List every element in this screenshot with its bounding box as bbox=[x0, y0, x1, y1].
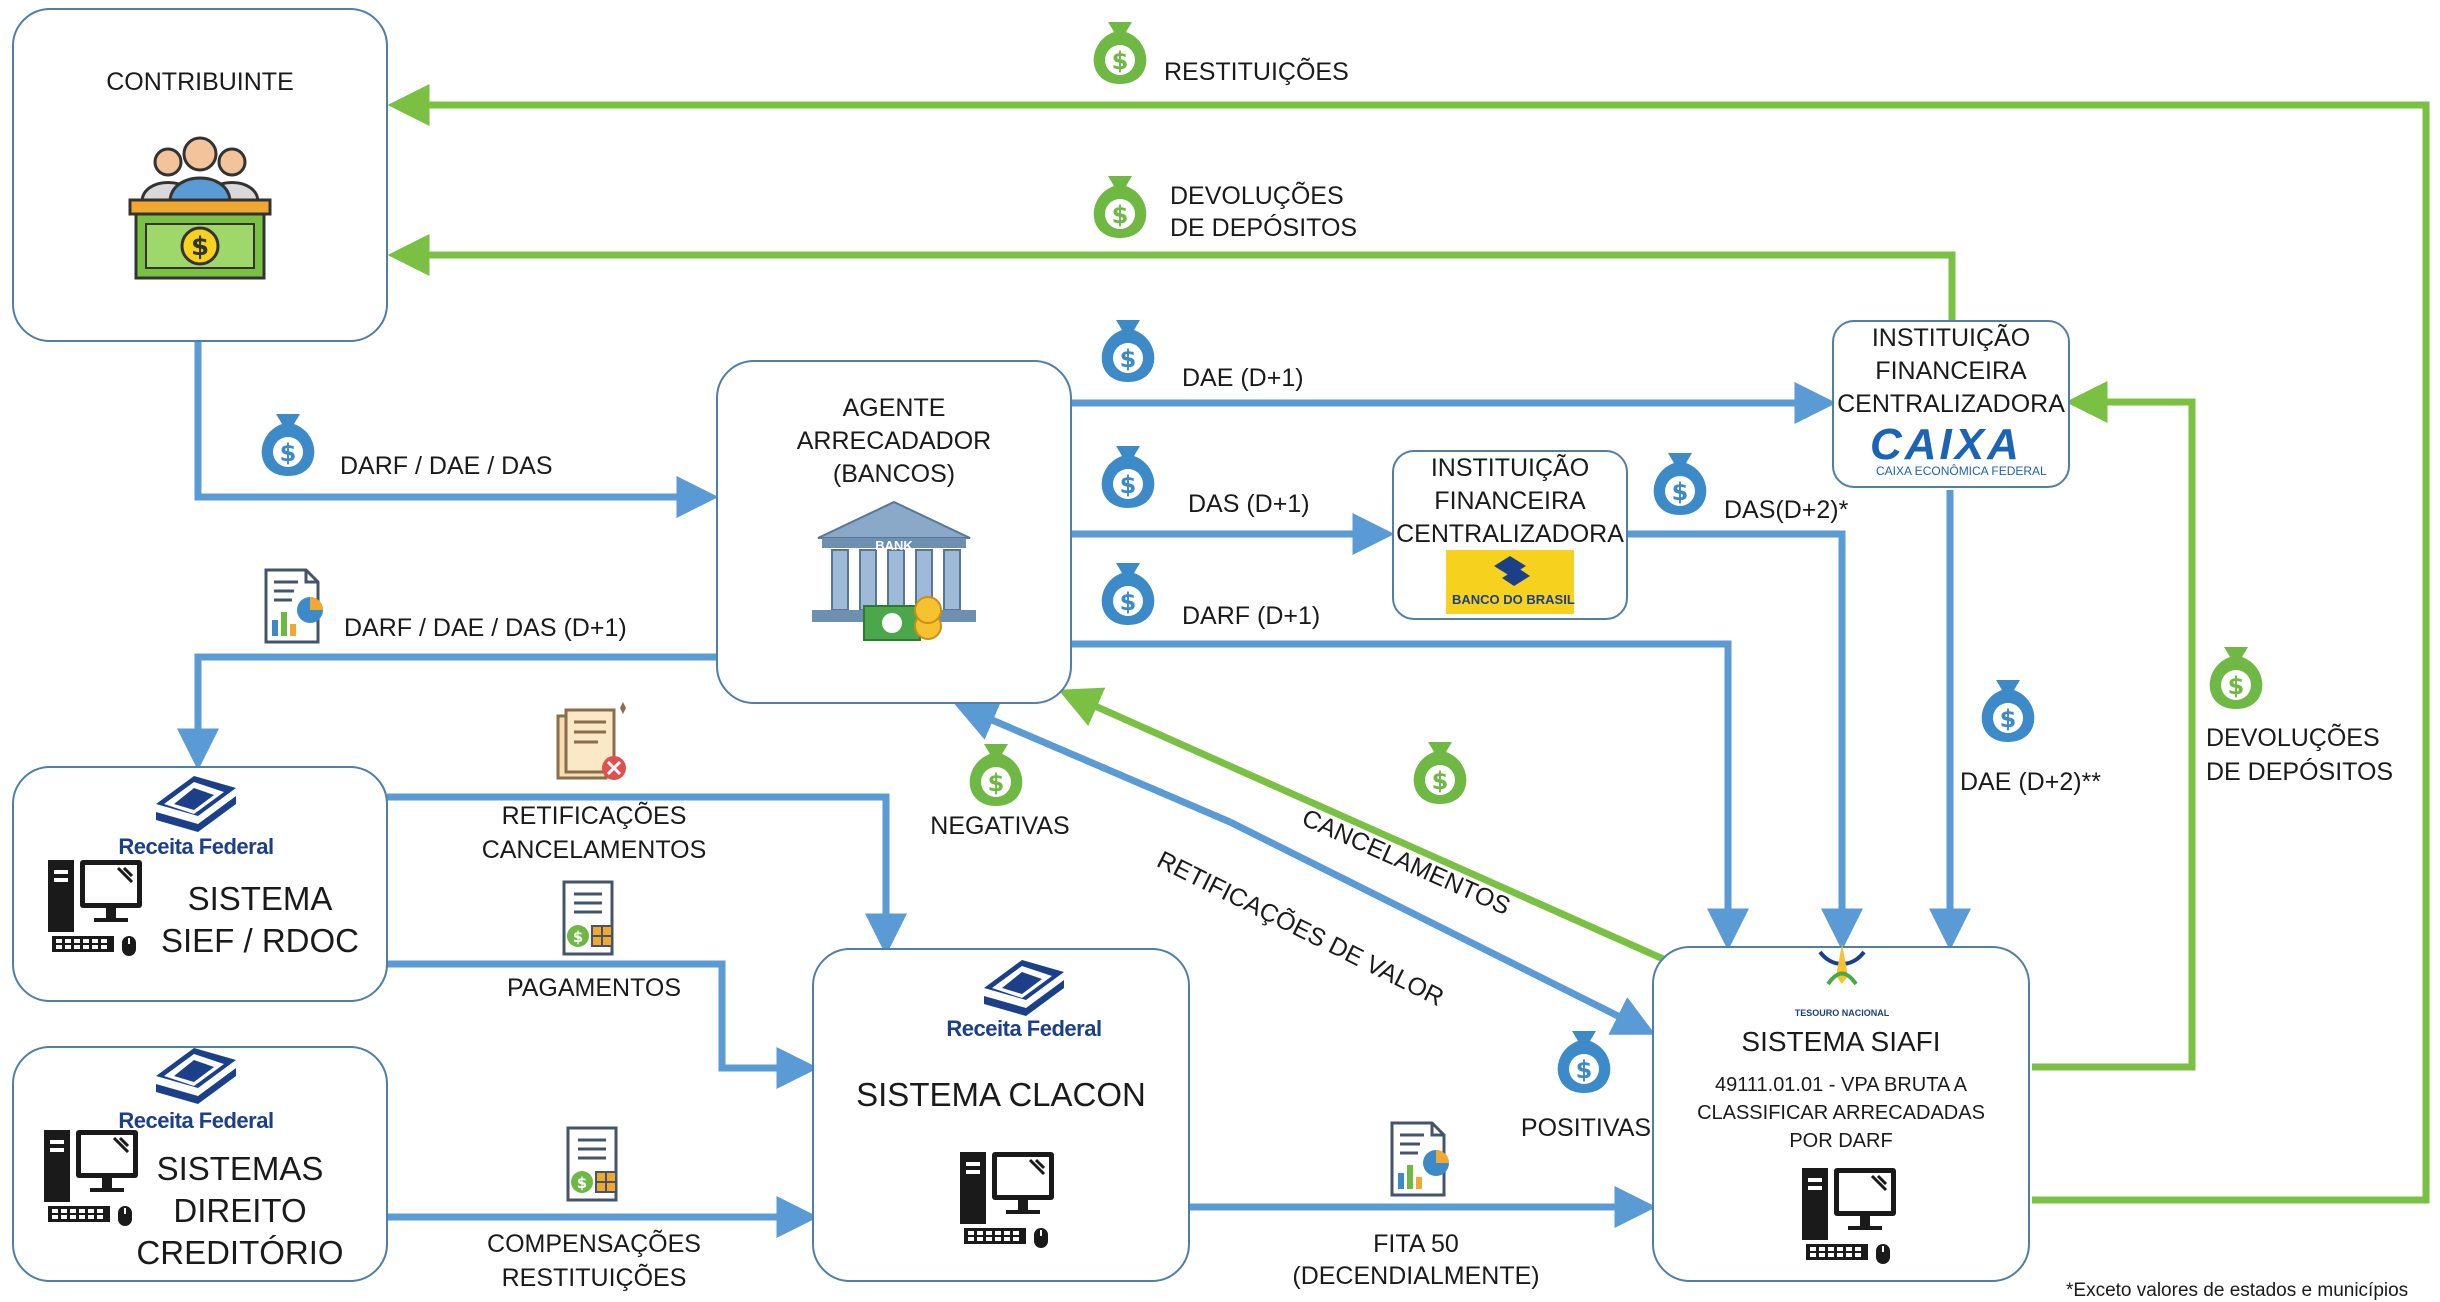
caixa-logo: CAIXA bbox=[1870, 420, 2022, 469]
agente-line1: AGENTE bbox=[842, 394, 946, 422]
agente-line3: (BANCOS) bbox=[832, 460, 956, 488]
money-bag-icon bbox=[1101, 446, 1155, 508]
footnote: *Exceto valores de estados e municípios bbox=[2066, 1280, 2409, 1301]
label-das-d2: DAS(D+2)* bbox=[1724, 496, 1849, 524]
siafi-desc-3: POR DARF bbox=[1789, 1130, 1893, 1152]
direito-brand: Receita Federal bbox=[118, 1108, 274, 1133]
document-cancel-icon bbox=[556, 702, 626, 780]
label-dae-d1: DAE (D+1) bbox=[1182, 364, 1304, 392]
label-compensacoes: COMPENSAÇÕES bbox=[487, 1230, 701, 1258]
caixa-line3: CENTRALIZADORA bbox=[1837, 390, 2065, 418]
money-bag-icon bbox=[1093, 176, 1147, 238]
bb-line3: CENTRALIZADORA bbox=[1396, 520, 1624, 548]
arrow-devolucoes-top bbox=[387, 234, 1956, 322]
payment-slip-icon bbox=[562, 880, 614, 956]
payment-slip-icon bbox=[566, 1126, 618, 1202]
label-fita50-2: (DECENDIALMENTE) bbox=[1292, 1262, 1540, 1290]
label-restituicoes-bottom: RESTITUIÇÕES bbox=[501, 1264, 687, 1292]
sief-line2: SIEF / RDOC bbox=[160, 922, 360, 959]
money-bag-icon bbox=[1101, 320, 1155, 382]
sief-line1: SISTEMA bbox=[187, 880, 333, 917]
siafi-brand: TESOURO NACIONAL bbox=[1794, 1008, 1890, 1018]
blue-flows bbox=[177, 342, 1971, 1238]
label-dae-d2: DAE (D+2)** bbox=[1960, 768, 2102, 796]
clacon-title: SISTEMA CLACON bbox=[856, 1076, 1146, 1113]
money-bag-icon bbox=[1413, 742, 1467, 804]
bb-logo-text: BANCO DO BRASIL bbox=[1452, 592, 1575, 607]
green-flows bbox=[387, 84, 2430, 1204]
siafi-desc-1: 49111.01.01 - VPA BRUTA A bbox=[1714, 1074, 1967, 1096]
caixa-line1: INSTITUIÇÃO bbox=[1871, 324, 2031, 352]
direito-line2: DIREITO bbox=[173, 1192, 307, 1229]
label-fita50-1: FITA 50 bbox=[1373, 1230, 1459, 1258]
label-pagamentos: PAGAMENTOS bbox=[506, 974, 682, 1002]
clacon-brand: Receita Federal bbox=[946, 1016, 1102, 1041]
label-retificacoes: RETIFICAÇÕES bbox=[501, 802, 687, 830]
node-contribuinte bbox=[12, 8, 388, 342]
arrow-darf-d1 bbox=[1070, 640, 1749, 951]
contribuinte-title: CONTRIBUINTE bbox=[106, 68, 294, 96]
siafi-desc-2: CLASSIFICAR ARRECADADAS bbox=[1697, 1102, 1985, 1124]
label-devolucoes-top-2: DE DEPÓSITOS bbox=[1170, 214, 1358, 242]
direito-line1: SISTEMAS bbox=[156, 1150, 324, 1187]
money-bag-icon bbox=[969, 744, 1023, 806]
arrow-das-d2 bbox=[1627, 530, 1863, 951]
money-bag-icon bbox=[1653, 453, 1707, 515]
siafi-title: SISTEMA SIAFI bbox=[1741, 1026, 1941, 1057]
money-bag-icon bbox=[261, 414, 315, 476]
money-bag-icon bbox=[1981, 680, 2035, 742]
arrow-devolucoes-right bbox=[2032, 381, 2196, 1071]
bb-line1: INSTITUIÇÃO bbox=[1430, 454, 1590, 482]
agente-line2: ARRECADADOR bbox=[796, 427, 992, 455]
caixa-line2: FINANCEIRA bbox=[1875, 357, 2027, 385]
report-chart-icon bbox=[1390, 1121, 1451, 1197]
label-darf-d1: DARF (D+1) bbox=[1182, 602, 1321, 630]
label-devolucoes-right-2: DE DEPÓSITOS bbox=[2206, 758, 2394, 786]
caixa-logo-sub: CAIXA ECONÔMICA FEDERAL bbox=[1876, 464, 2047, 478]
arrow-agente-sief bbox=[177, 653, 716, 771]
arrow-restituicoes bbox=[387, 84, 2430, 1204]
direito-line3: CREDITÓRIO bbox=[136, 1234, 344, 1271]
bb-line2: FINANCEIRA bbox=[1434, 487, 1586, 515]
label-negativas: NEGATIVAS bbox=[930, 812, 1070, 840]
sief-brand: Receita Federal bbox=[118, 834, 274, 859]
label-devolucoes-top-1: DEVOLUÇÕES bbox=[1170, 182, 1344, 210]
arrow-retif-valor-1 bbox=[954, 701, 1232, 826]
label-devolucoes-right-1: DEVOLUÇÕES bbox=[2206, 724, 2380, 752]
money-bag-icon bbox=[2209, 647, 2263, 709]
label-darf-dae-das: DARF / DAE / DAS bbox=[340, 452, 553, 480]
bank-sign: BANK bbox=[875, 538, 913, 553]
node-caixa bbox=[1832, 320, 2070, 488]
arrow-cancelamentos-diag bbox=[1058, 687, 1672, 966]
money-bag-icon bbox=[1557, 1031, 1611, 1093]
label-cancelamentos: CANCELAMENTOS bbox=[481, 836, 707, 864]
label-restituicoes: RESTITUIÇÕES bbox=[1164, 58, 1349, 86]
arrow-contrib-agente bbox=[194, 342, 719, 518]
arrow-pagamentos bbox=[387, 960, 819, 1089]
label-positivas: POSITIVAS bbox=[1520, 1114, 1652, 1142]
label-das-d1: DAS (D+1) bbox=[1188, 490, 1310, 518]
arrow-retif-cancel bbox=[387, 793, 907, 956]
money-bag-icon bbox=[1101, 563, 1155, 625]
label-darf-dae-das-d1: DARF / DAE / DAS (D+1) bbox=[344, 614, 627, 642]
report-chart-icon bbox=[264, 568, 325, 644]
money-bag-icon bbox=[1093, 22, 1147, 84]
arrow-retif-valor-2 bbox=[1228, 818, 1656, 1035]
